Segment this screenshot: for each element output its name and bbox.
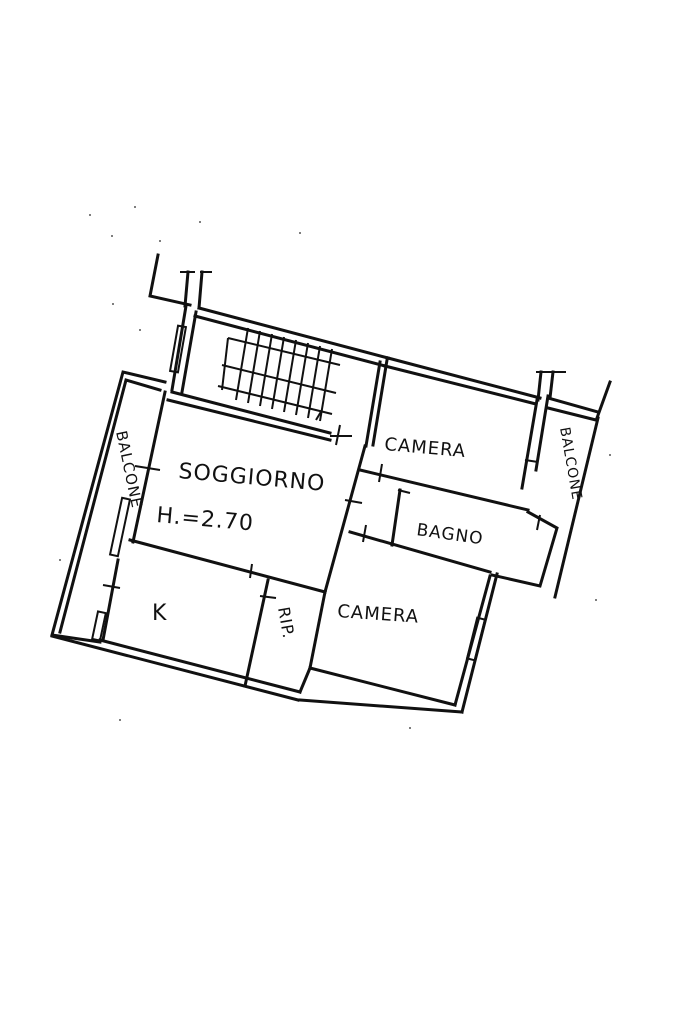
stair-icon [217, 327, 341, 422]
kitchen-label: K [152, 601, 167, 626]
storage-label: RIP. [274, 605, 298, 640]
bedroom-bottom-label: CAMERA [337, 601, 420, 628]
door-marks [102, 424, 541, 599]
walls [50, 253, 612, 714]
balcony-left-label: BALCONE [112, 429, 146, 510]
balcony-right-label: BALCONE [556, 426, 585, 502]
scan-noise [59, 206, 611, 729]
living-room-label: SOGGIORNO [177, 459, 326, 497]
bathroom-label: BAGNO [415, 520, 484, 549]
ceiling-height-label: H.=2.70 [155, 503, 254, 536]
bedroom-top-label: CAMERA [384, 434, 467, 462]
